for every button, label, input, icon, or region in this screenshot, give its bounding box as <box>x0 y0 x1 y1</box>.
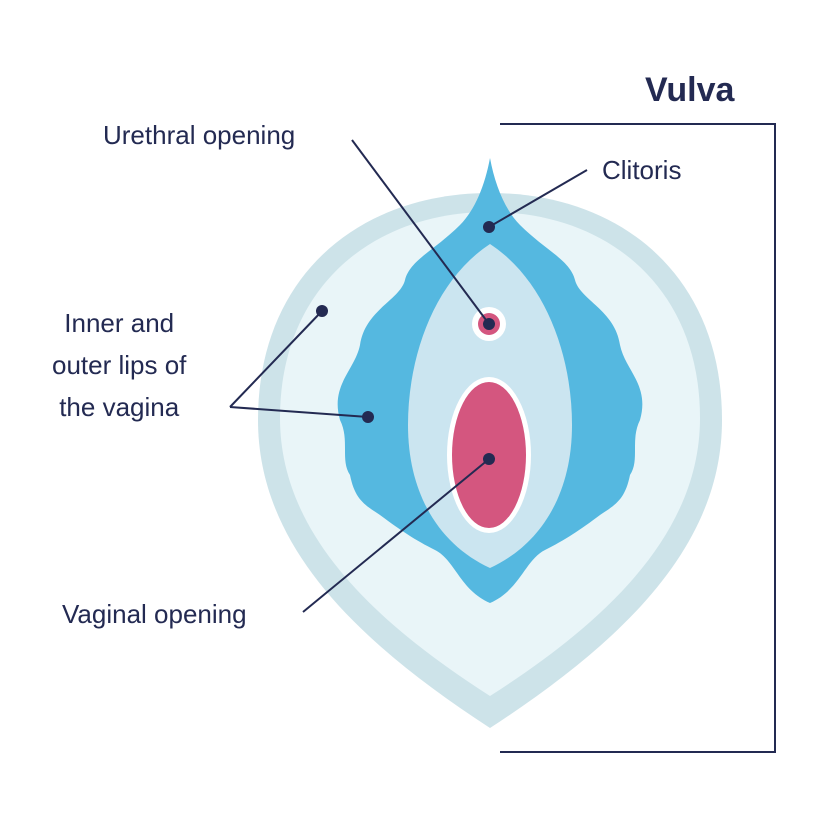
vaginal-opening-label: Vaginal opening <box>62 599 247 629</box>
vulva-bracket <box>500 123 776 753</box>
inner-lips-dot <box>362 411 374 423</box>
lips-leader-inner <box>229 406 369 418</box>
clitoris-leader <box>488 169 588 228</box>
clitoris-dot <box>483 221 495 233</box>
urethral-opening-label: Urethral opening <box>103 120 296 150</box>
clitoris-label: Clitoris <box>602 155 682 185</box>
lips-label: Inner and outer lips of the vagina <box>52 308 187 422</box>
vaginal-opening-dot <box>483 453 495 465</box>
diagram-title: Vulva <box>645 71 735 109</box>
urethral-opening-leader <box>351 139 490 325</box>
outer-lips-dot <box>316 305 328 317</box>
lips-leader-outer <box>229 310 323 408</box>
urethral-opening-dot <box>483 318 495 330</box>
vaginal-opening-leader <box>302 458 490 613</box>
